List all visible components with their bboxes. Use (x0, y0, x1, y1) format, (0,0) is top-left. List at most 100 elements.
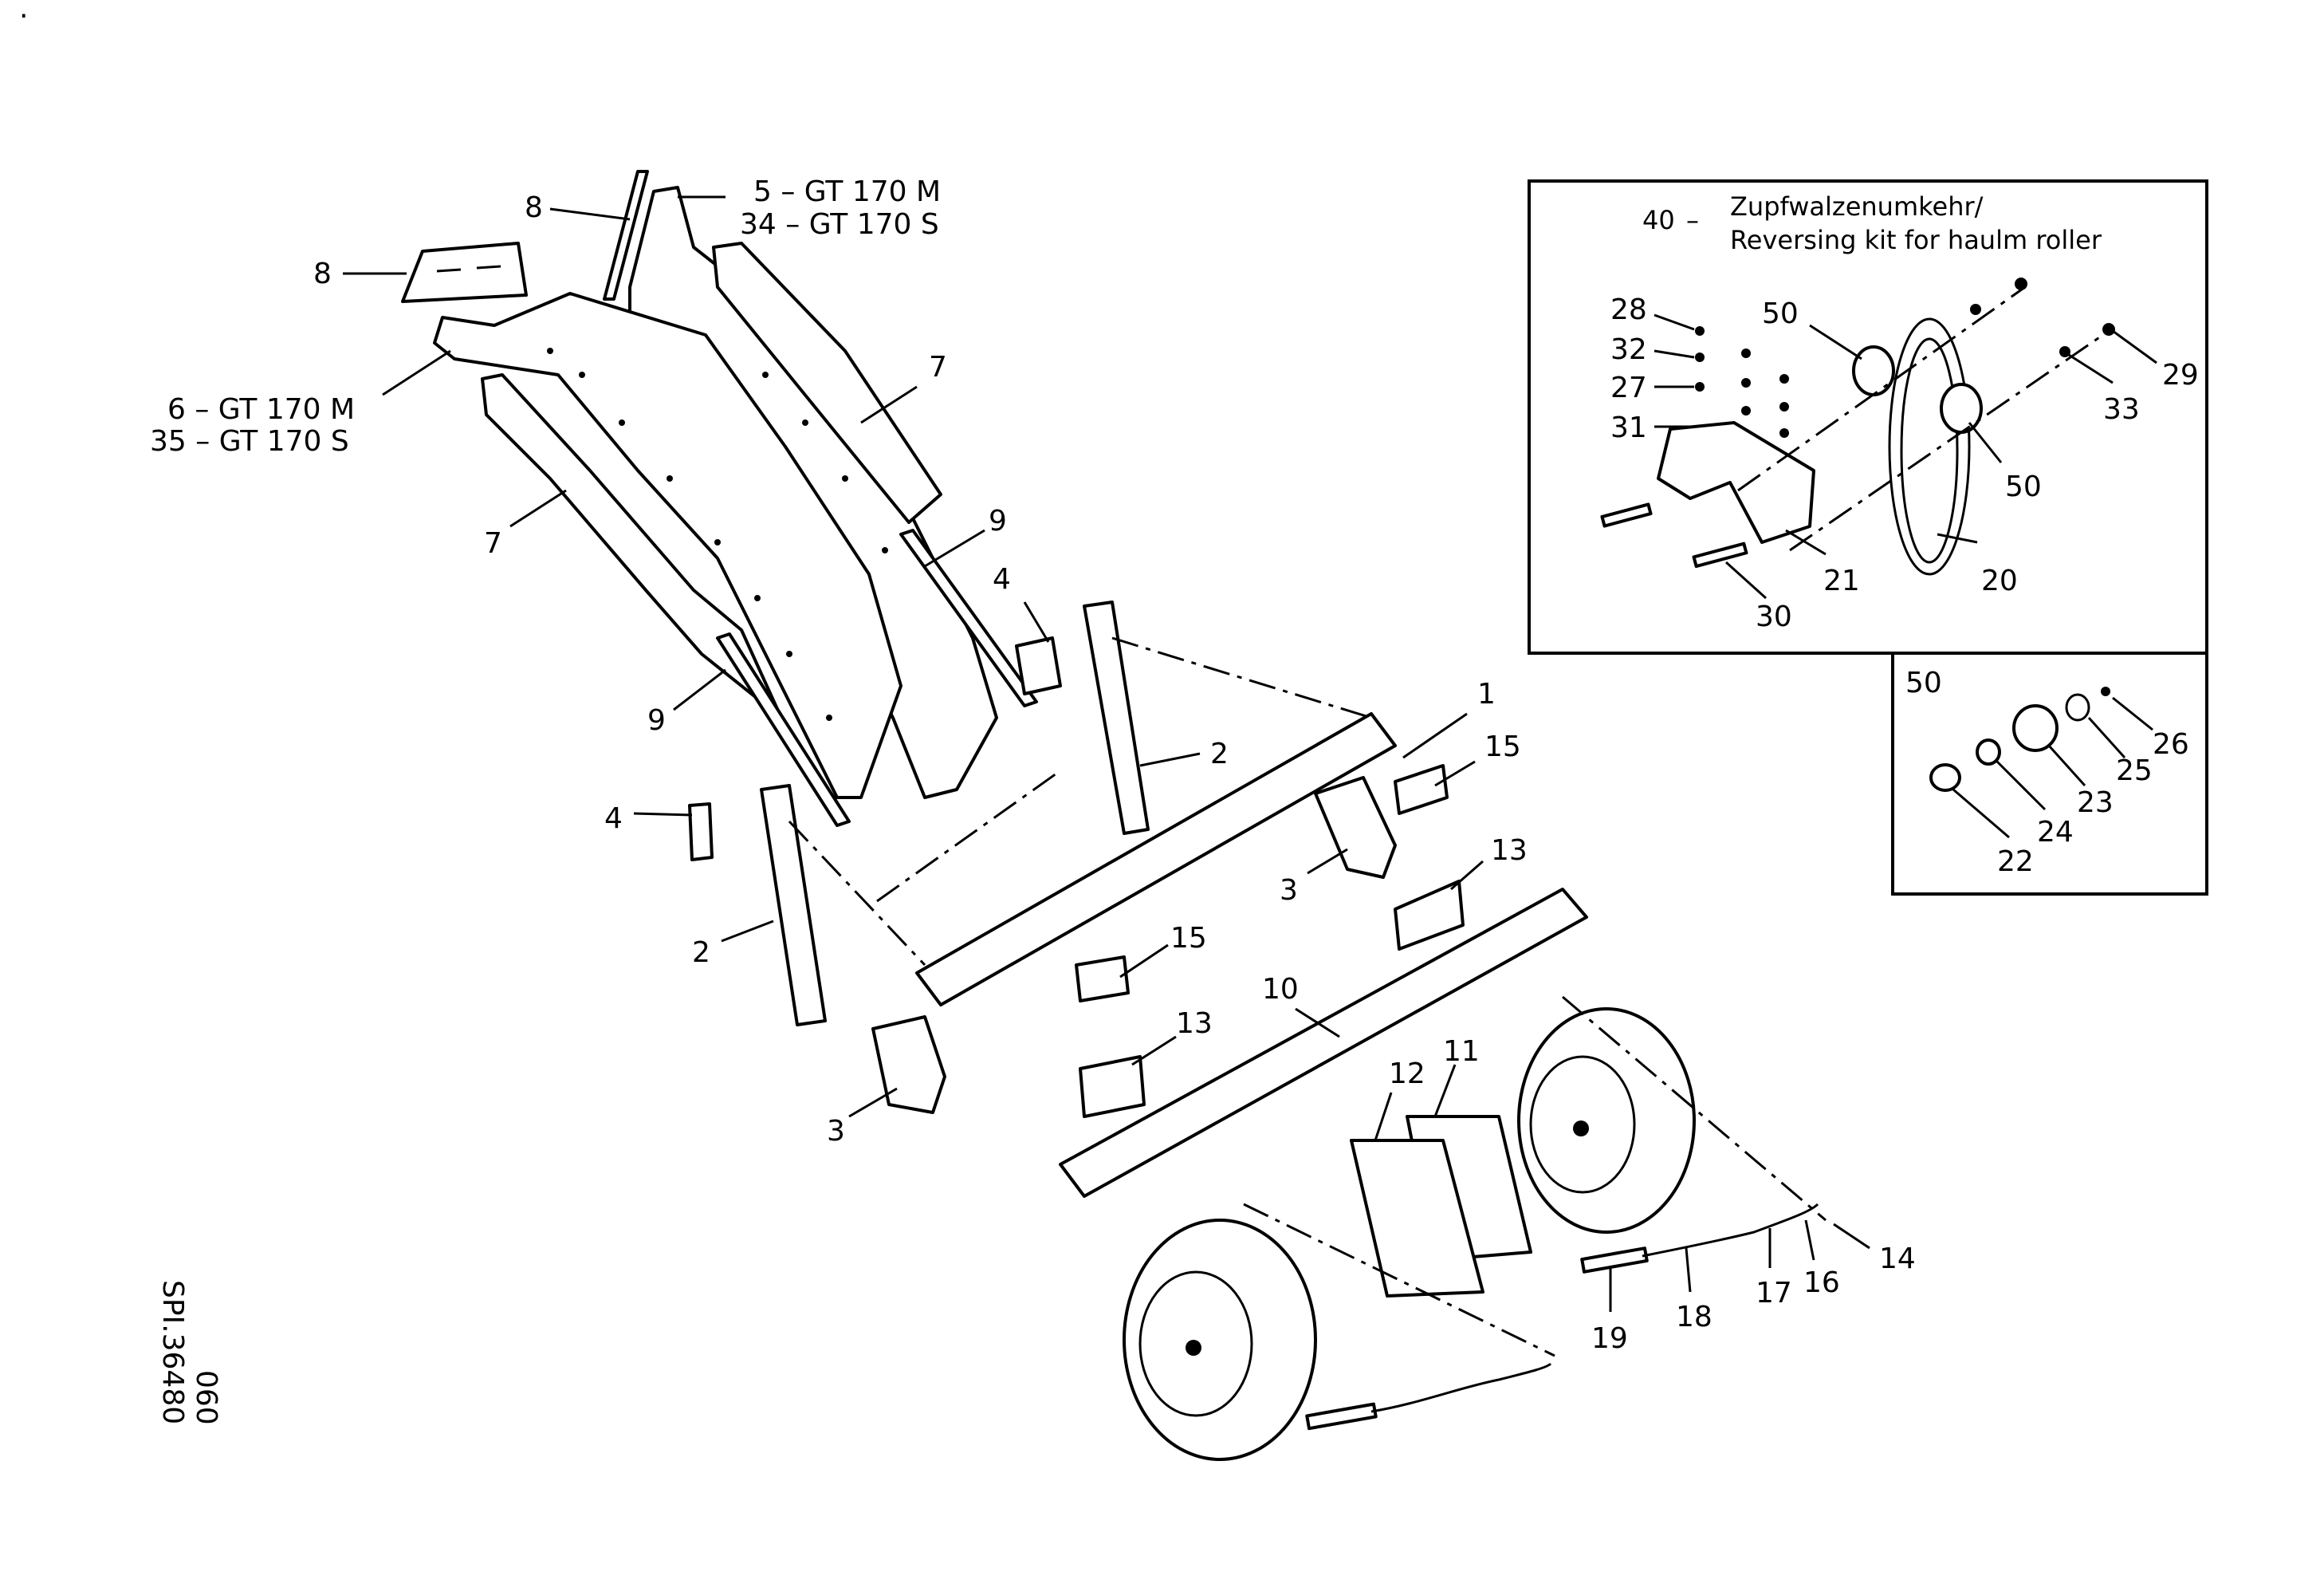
leader-13b (1131, 1035, 1177, 1066)
leader-7b (509, 489, 567, 528)
belt-20-inner (1900, 337, 1959, 564)
leader-d24 (1996, 760, 2047, 811)
leader-14 (1833, 1223, 1870, 1250)
leader-1 (1402, 712, 1468, 759)
inset-title-dash: – (1686, 205, 1699, 235)
leader-9a (924, 529, 985, 568)
detail-part-24 (1976, 738, 2001, 766)
washer-stack (1695, 278, 2115, 438)
callout-detail-25: 25 (2116, 754, 2153, 787)
pin-19 (1580, 1246, 1649, 1274)
leader-i50b (1968, 422, 2003, 463)
leader-i30 (1724, 561, 1768, 600)
leader-13a (1450, 860, 1484, 891)
linkage-pins (1305, 1203, 1819, 1431)
strip-9-right (899, 529, 1038, 707)
callout-34: 34 – GT 170 S (740, 208, 939, 241)
callout-3-right: 3 (1280, 874, 1298, 907)
wheel-right-hub (1573, 1120, 1589, 1136)
leader-i28 (1654, 313, 1695, 331)
leader-3a (1307, 848, 1348, 875)
callout-1: 1 (1477, 678, 1496, 711)
callout-9-right: 9 (989, 505, 1007, 538)
callout-4-right: 4 (993, 563, 1011, 596)
leader-3b (848, 1087, 898, 1118)
leader-i50a (1809, 324, 1862, 360)
callout-15-right: 15 (1484, 731, 1521, 763)
strip-9-left (716, 632, 851, 827)
belt-20-outer (1888, 317, 1971, 576)
leader-d22 (1952, 788, 2010, 839)
callout-inset-32: 32 (1610, 333, 1647, 366)
detail-label-50: 50 (1905, 667, 1942, 699)
wheel-right-rim (1529, 1055, 1636, 1194)
clamp-15-right (1394, 764, 1449, 815)
pulley-50-top (1852, 345, 1895, 396)
bolt-left (1600, 502, 1653, 528)
wheel-left-rim (1138, 1270, 1253, 1417)
leader-d23 (2047, 744, 2086, 787)
callout-7-left: 7 (484, 527, 502, 560)
callout-inset-30: 30 (1756, 601, 1792, 633)
cover-plate-8-slot-2 (476, 265, 501, 270)
leader-d26 (2112, 696, 2153, 731)
strip-8 (603, 170, 649, 301)
assembly-line-3 (876, 772, 1057, 903)
side-plate-7-right (712, 242, 942, 524)
leader-15b (1119, 943, 1169, 979)
crossbar-1 (915, 712, 1397, 1006)
clamp-13-right (1394, 880, 1465, 951)
bracket-3-left (871, 1015, 946, 1114)
callout-13-right: 13 (1491, 834, 1528, 867)
callout-35: 35 – GT 170 S (150, 425, 349, 458)
callout-labels: 8 8 5 – GT 170 M 34 – GT 170 S 6 – GT 17… (150, 175, 2199, 1355)
cover-plate-8-slot (436, 268, 462, 273)
assembly-line-2 (788, 820, 926, 967)
leader-i32 (1654, 349, 1695, 359)
callout-detail-23: 23 (2077, 786, 2114, 819)
leader-4a (1023, 601, 1050, 643)
callout-16: 16 (1803, 1266, 1840, 1299)
chain-18-left (1370, 1362, 1552, 1413)
assembly-lines (788, 636, 1372, 967)
callout-11: 11 (1443, 1035, 1480, 1068)
leader-18 (1685, 1247, 1692, 1293)
inset-frame (1528, 179, 2208, 655)
callout-9-left: 9 (647, 704, 666, 737)
chain-18 (1642, 1203, 1819, 1258)
upright-2-right (1083, 601, 1150, 835)
callout-8-top: 8 (525, 191, 543, 224)
callout-detail-24: 24 (2037, 816, 2074, 849)
callout-inset-50-lower: 50 (2005, 471, 2042, 503)
callout-6: 6 – GT 170 M (167, 393, 355, 426)
inset-title-de: Zupfwalzenumkehr/ (1730, 191, 1984, 222)
detail-part-22 (1929, 763, 1961, 792)
callout-7-right: 7 (929, 351, 947, 384)
drawing-id-block: SPI.36480 060 . (19, 0, 222, 1425)
callout-18: 18 (1676, 1301, 1713, 1333)
leader-i20 (1937, 533, 1978, 544)
leader-2b (721, 920, 774, 943)
callout-inset-28: 28 (1610, 293, 1647, 326)
inset-shaft-line-1 (1737, 286, 2026, 492)
leader-i33 (2068, 353, 2114, 384)
callout-detail-26: 26 (2153, 728, 2189, 761)
leader-lines (343, 195, 2157, 1312)
wheel-left-hub (1186, 1340, 1201, 1356)
inset-shaft-line-2 (1789, 329, 2110, 552)
bracket-21 (1657, 421, 1815, 544)
axle-centerline-left (1243, 1203, 1555, 1357)
pin-19-left (1305, 1402, 1378, 1431)
clamp-13-left (1079, 1055, 1146, 1118)
plate-12 (1350, 1139, 1484, 1298)
leader-i29 (2112, 329, 2157, 364)
callout-19: 19 (1591, 1322, 1628, 1355)
callout-5: 5 – GT 170 M (753, 175, 941, 208)
guard-plates-group (401, 170, 1038, 827)
inset-title-en: Reversing kit for haulm roller (1730, 225, 2102, 255)
callout-3-left: 3 (827, 1115, 845, 1148)
callout-15-left: 15 (1170, 922, 1207, 955)
leader-i21 (1785, 529, 1827, 556)
panel-holes (547, 348, 888, 721)
